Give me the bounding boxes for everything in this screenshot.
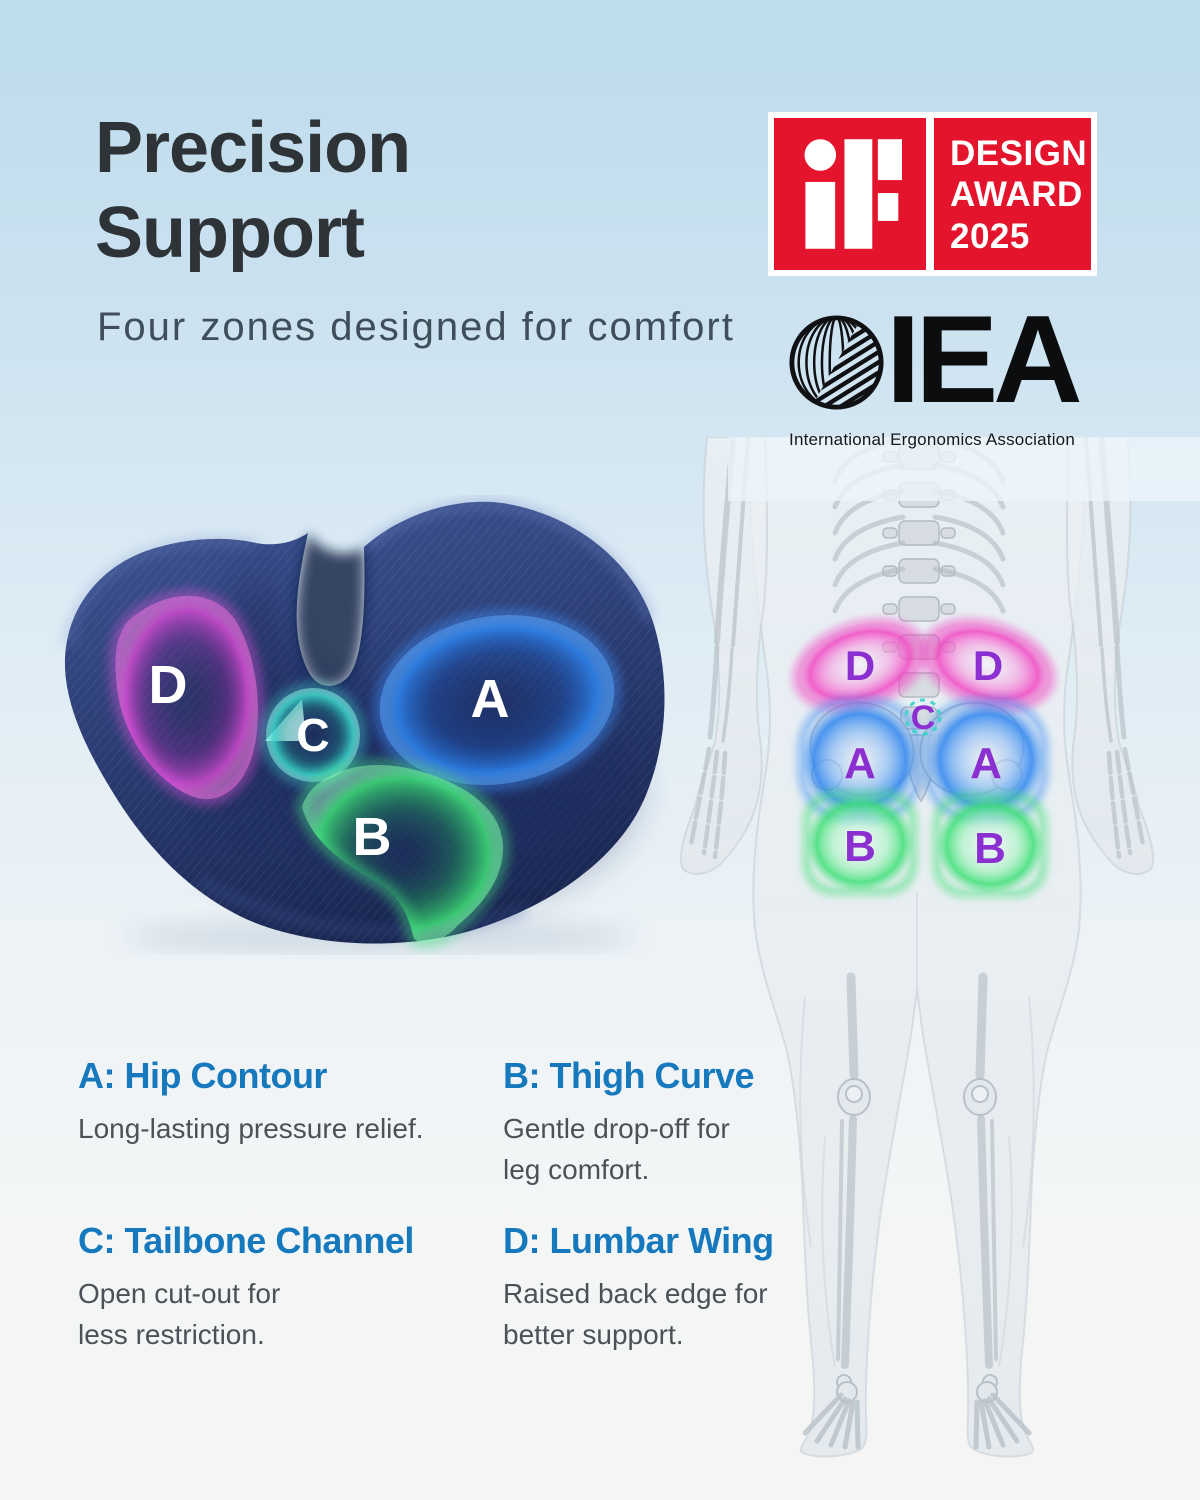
body-zone-a-right-label: A	[970, 739, 1002, 788]
page-subtitle: Four zones designed for comfort	[97, 305, 735, 349]
if-award-line1: DESIGN	[950, 134, 1088, 173]
body-zone-b-right	[932, 792, 1048, 898]
feature-lumbar-wing: D: Lumbar Wing Raised back edge for bett…	[503, 1220, 923, 1355]
feature-tailbone-channel: C: Tailbone Channel Open cut-out for les…	[78, 1220, 498, 1355]
backdrop-band	[728, 437, 1200, 501]
if-award-text-square: DESIGN AWARD 2025	[934, 118, 1091, 270]
feature-tailbone-channel-desc: Open cut-out for less restriction.	[78, 1278, 281, 1350]
body-zone-a-left-label: A	[844, 739, 876, 788]
cushion-zone-b-label: B	[353, 807, 392, 867]
body-zone-d-left-label: D	[845, 642, 875, 689]
iea-globe-icon	[789, 315, 884, 410]
iea-acronym: IEA	[886, 291, 1083, 429]
if-logo-square	[774, 118, 926, 270]
body-zone-c-label: C	[911, 699, 936, 737]
cushion-zone-b	[297, 760, 508, 947]
if-design-award-badge: DESIGN AWARD 2025	[768, 112, 1097, 276]
feature-hip-contour-desc: Long-lasting pressure relief.	[78, 1113, 424, 1144]
page-title-line2: Support	[95, 192, 365, 273]
cushion-zone-c	[262, 684, 364, 786]
feature-thigh-curve-title: B: Thigh Curve	[503, 1055, 755, 1096]
feature-thigh-curve: B: Thigh Curve Gentle drop-off for leg c…	[503, 1055, 923, 1190]
body-zone-d-right-label: D	[973, 642, 1003, 689]
body-zone-b-left	[802, 790, 918, 896]
feature-lumbar-wing-title: D: Lumbar Wing	[503, 1220, 774, 1261]
page-title-line1: Precision	[95, 108, 411, 188]
if-award-line2: AWARD	[950, 175, 1083, 215]
feature-thigh-curve-desc: Gentle drop-off for leg comfort.	[503, 1113, 730, 1185]
body-zone-c-ring	[904, 698, 942, 736]
iea-tagline: International Ergonomics Association	[789, 430, 1075, 449]
cushion-zone-c-label: C	[296, 709, 329, 761]
feature-tailbone-channel-title: C: Tailbone Channel	[78, 1220, 414, 1261]
body-zone-b-right-label: B	[974, 824, 1006, 873]
cushion-zone-d-label: D	[149, 655, 188, 715]
cushion-zone-a-label: A	[471, 669, 510, 729]
feature-hip-contour: A: Hip Contour Long-lasting pressure rel…	[78, 1055, 498, 1150]
cushion-zone-d	[111, 591, 262, 804]
if-logo-icon	[804, 139, 902, 249]
feature-lumbar-wing-desc: Raised back edge for better support.	[503, 1278, 768, 1350]
body-zone-b-left-label: B	[844, 822, 876, 871]
cushion-zone-a	[375, 610, 619, 790]
body-zones-illustration: D D C A A B B	[679, 437, 1155, 1458]
feature-hip-contour-title: A: Hip Contour	[78, 1055, 327, 1096]
cushion-zones-illustration: D C A B	[64, 500, 665, 952]
if-award-line3: 2025	[950, 216, 1030, 256]
